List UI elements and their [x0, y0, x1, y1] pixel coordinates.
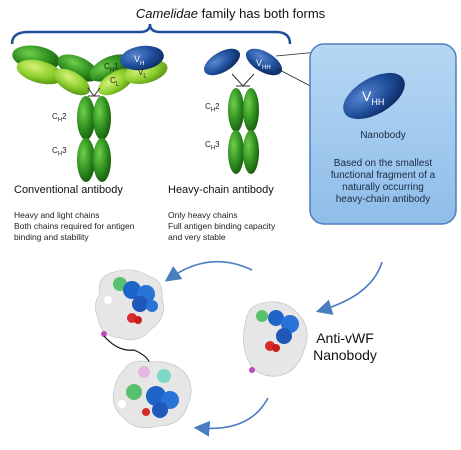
hc-ch2-label: CH2: [205, 102, 220, 114]
protein-structure-monomer: [243, 301, 308, 377]
right-vh-domain: [120, 45, 164, 71]
heavy-chain-desc-line-3: and very stable: [168, 232, 226, 242]
ch1-label-text: C: [104, 62, 110, 71]
hc-ch3-domain-b: [243, 130, 259, 174]
hc-ch3-label-num: 3: [215, 140, 220, 149]
nanobody-description: Based on the smallest functional fragmen…: [312, 158, 454, 206]
hc-ch2-domain-b: [243, 88, 259, 132]
conventional-desc-line-1: Heavy and light chains: [14, 210, 100, 220]
vhh-label-sub: HH: [262, 64, 271, 71]
ch3-label-text: C: [52, 146, 58, 155]
cl-label-text: C: [110, 76, 116, 85]
hc-ch3-label: CH3: [205, 140, 220, 152]
conventional-desc-line-3: binding and stability: [14, 232, 89, 242]
vl-label-text: V: [138, 68, 144, 77]
vl-label: VL: [138, 68, 147, 80]
title-rest: family has both forms: [198, 6, 326, 21]
hc-ch2-label-text: C: [205, 102, 211, 111]
title-italic: Camelidae: [135, 6, 198, 21]
nanobody-desc-line-4: heavy-chain antibody: [335, 194, 431, 205]
cycle-arrow-bottom: [193, 397, 269, 437]
nanobody-vhh-label-sub: HH: [371, 96, 385, 107]
heavy-chain-heading: Heavy-chain antibody: [168, 184, 274, 196]
nanobody-vhh-domain: [343, 72, 405, 120]
nanobody-vhh-label: VHH: [362, 88, 384, 107]
left-cl-domain: [53, 68, 91, 96]
ch1-label-sub: H: [109, 67, 115, 74]
ch3-domain-b: [93, 138, 111, 182]
ch2-domain-a: [77, 96, 95, 140]
ch2-label-num: 2: [62, 112, 67, 121]
nanobody-panel: [309, 43, 457, 225]
nanobody-name: Nanobody: [360, 130, 406, 141]
hc-ch3-label-text: C: [205, 140, 211, 149]
vl-label-sub: L: [143, 73, 147, 80]
anti-vwf-label: Anti-vWF Nanobody: [300, 330, 390, 364]
hc-ch3-domain-a: [228, 130, 244, 174]
conventional-desc-line-2: Both chains required for antigen: [14, 221, 135, 231]
heavy-chain-description: Only heavy chains Full antigen binding c…: [168, 210, 275, 243]
hc-ch2-domain-a: [228, 88, 244, 132]
left-vl-domain: [16, 59, 64, 85]
nanobody-vhh-label-text: V: [362, 88, 372, 104]
cycle-arrow-top-right: [315, 261, 383, 315]
ch2-domain-b: [93, 96, 111, 140]
conventional-description: Heavy and light chains Both chains requi…: [14, 210, 135, 243]
ch3-label: CH3: [52, 146, 67, 158]
heavy-chain-desc-line-1: Only heavy chains: [168, 210, 238, 220]
anti-vwf-line-1: Anti-vWF: [316, 330, 374, 346]
ch2-label-sub: H: [57, 117, 63, 124]
ch1-label-num: 1: [114, 62, 119, 71]
nanobody-desc-line-2: functional fragment of a: [330, 170, 436, 181]
vh-label: VH: [134, 54, 144, 67]
heavy-chain-desc-line-2: Full antigen binding capacity: [168, 221, 276, 231]
heavy-chain-antibody-shape: [203, 48, 283, 174]
cl-label-sub: L: [115, 81, 120, 88]
anti-vwf-line-2: Nanobody: [313, 347, 377, 363]
cycle-arrow-top-left: [164, 260, 253, 282]
ch3-label-sub: H: [57, 151, 63, 158]
diagram-title: Camelidae family has both forms: [0, 6, 461, 21]
vh-label-text: V: [134, 54, 141, 64]
hc-ch2-label-sub: H: [210, 107, 216, 114]
ch2-label-text: C: [52, 112, 58, 121]
conventional-heading: Conventional antibody: [14, 184, 123, 196]
vhh-label-text: V: [256, 58, 263, 68]
hc-right-vhh-domain: [245, 48, 283, 76]
cl-label: CL: [110, 76, 119, 88]
conventional-antibody-shape: [12, 45, 168, 182]
hc-ch2-label-num: 2: [215, 102, 220, 111]
nanobody-desc-line-3: naturally occurring: [342, 182, 424, 193]
vhh-label: VHH: [256, 58, 271, 71]
linker: [103, 335, 151, 365]
hc-left-vhh-domain: [203, 48, 241, 76]
ch3-label-num: 3: [62, 146, 67, 155]
vh-label-sub: H: [140, 60, 145, 67]
protein-structure-dimer-bottom: [112, 360, 192, 429]
ch2-label: CH2: [52, 112, 67, 124]
protein-structure-dimer-top: [95, 269, 164, 341]
nanobody-desc-line-1: Based on the smallest: [333, 158, 433, 169]
hc-ch3-label-sub: H: [210, 145, 216, 152]
ch1-label: CH1: [104, 62, 119, 74]
ch3-domain-a: [77, 138, 95, 182]
title-brace: [10, 23, 292, 45]
